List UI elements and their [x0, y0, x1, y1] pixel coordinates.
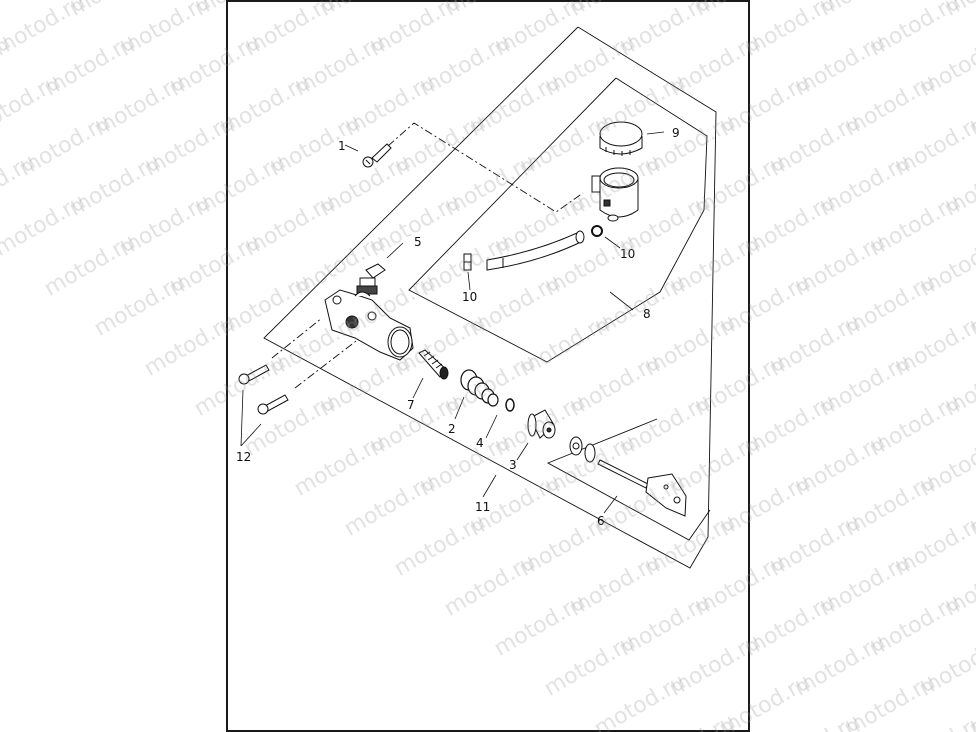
kit-boundary-outer: [263, 26, 717, 569]
callout-11: 11: [475, 500, 490, 514]
part-fitting: [356, 263, 386, 295]
part-boot: [527, 409, 556, 439]
part-clamp-lower: [463, 253, 472, 271]
callout-labels: 1 2 3 4 5 6 7 8 9 10 10 11 12: [236, 126, 680, 528]
part-bolt: [362, 143, 392, 168]
dashed-guide-bolt-b: [294, 337, 361, 389]
kit-boundary-reservoir: [408, 77, 708, 363]
part-reservoir-cap: [599, 121, 643, 156]
part-reservoir-body: [591, 167, 639, 222]
part-mounting-bolts: [238, 364, 289, 415]
leader-lines: [240, 131, 665, 514]
part-clamp-upper: [591, 225, 603, 237]
dashed-guide-bolt-a: [271, 317, 323, 359]
kit-boundary-pushrod: [546, 418, 711, 541]
callout-3: 3: [509, 458, 517, 472]
diagram-frame: [226, 0, 750, 732]
callout-6: 6: [597, 514, 605, 528]
callout-1: 1: [338, 139, 346, 153]
callout-5: 5: [414, 235, 422, 249]
part-piston: [418, 349, 449, 380]
part-hose: [486, 230, 585, 271]
callout-10-lower: 10: [462, 290, 477, 304]
callout-4: 4: [476, 436, 484, 450]
callout-12: 12: [236, 450, 251, 464]
part-master-cylinder-body: [324, 289, 414, 361]
callout-2: 2: [448, 422, 456, 436]
part-washer: [505, 398, 515, 412]
callout-10-upper: 10: [620, 247, 635, 261]
callout-7: 7: [407, 398, 415, 412]
dashed-guide-reservoir: [387, 122, 584, 213]
part-spring: [460, 369, 499, 407]
callout-8: 8: [643, 307, 651, 321]
part-pushrod: [569, 436, 687, 517]
callout-9: 9: [672, 126, 680, 140]
